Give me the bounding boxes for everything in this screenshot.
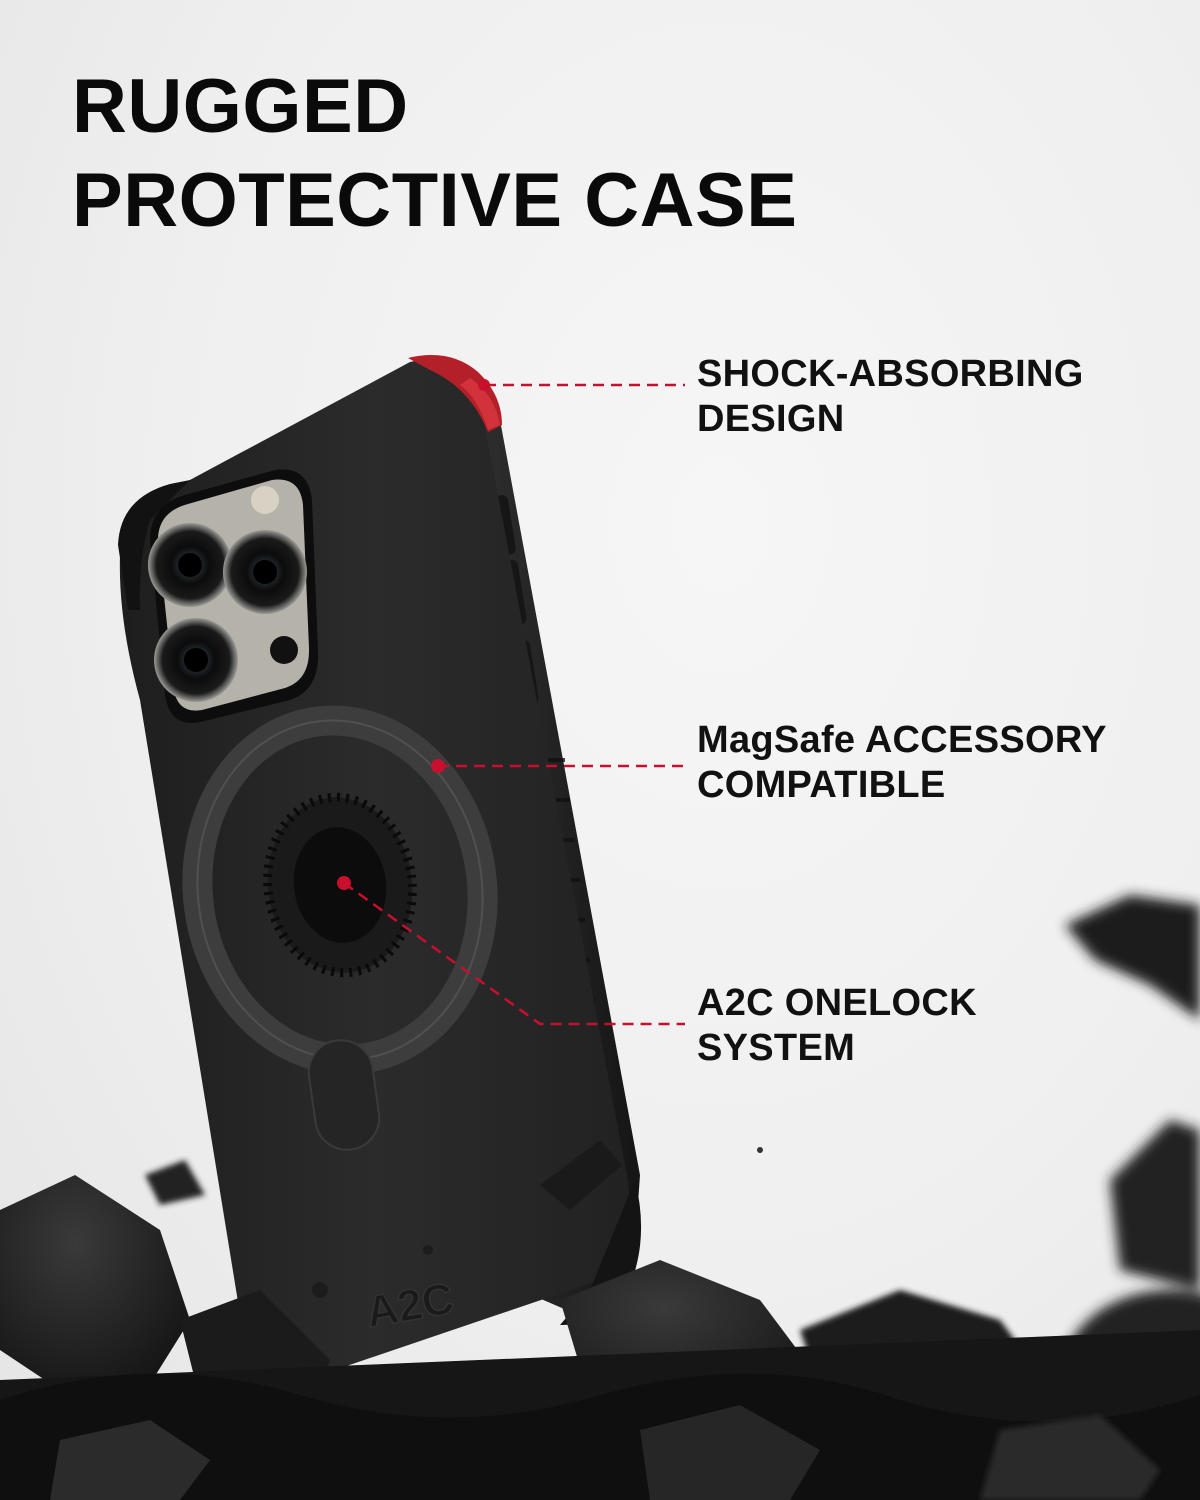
- callout-dot-magsafe: [431, 759, 445, 773]
- callout-magsafe-line-2: COMPATIBLE: [697, 764, 946, 806]
- callout-dot-onelock: [337, 876, 351, 890]
- callout-onelock: A2C ONELOCK SYSTEM: [697, 981, 977, 1071]
- callout-shock-absorbing: SHOCK-ABSORBING DESIGN: [697, 352, 1084, 442]
- callout-line-onelock: [343, 881, 685, 1026]
- flash-icon: [251, 486, 279, 514]
- callout-magsafe-line-1: MagSafe ACCESSORY: [697, 719, 1107, 761]
- foreground-rocks: [0, 1175, 1200, 1500]
- callout-shock-line-1: SHOCK-ABSORBING: [697, 353, 1084, 395]
- callout-magsafe: MagSafe ACCESSORY COMPATIBLE: [697, 718, 1107, 808]
- callout-dot-shock: [478, 379, 490, 391]
- magsafe-alignment-mark: [307, 1039, 381, 1151]
- title-line-2: PROTECTIVE CASE: [72, 158, 798, 243]
- title-line-1: RUGGED: [72, 64, 409, 149]
- lidar-sensor: [270, 636, 298, 664]
- callout-onelock-line-1: A2C ONELOCK: [697, 982, 977, 1024]
- phone-case: A2C: [118, 355, 642, 1380]
- callout-lines: [337, 379, 685, 1026]
- red-corner-bumper: [408, 355, 502, 432]
- callout-shock-line-2: DESIGN: [697, 398, 845, 440]
- callout-onelock-line-2: SYSTEM: [697, 1027, 856, 1069]
- page-title: RUGGED PROTECTIVE CASE: [72, 60, 797, 248]
- camera-module: [148, 469, 319, 723]
- debris: [145, 1140, 763, 1304]
